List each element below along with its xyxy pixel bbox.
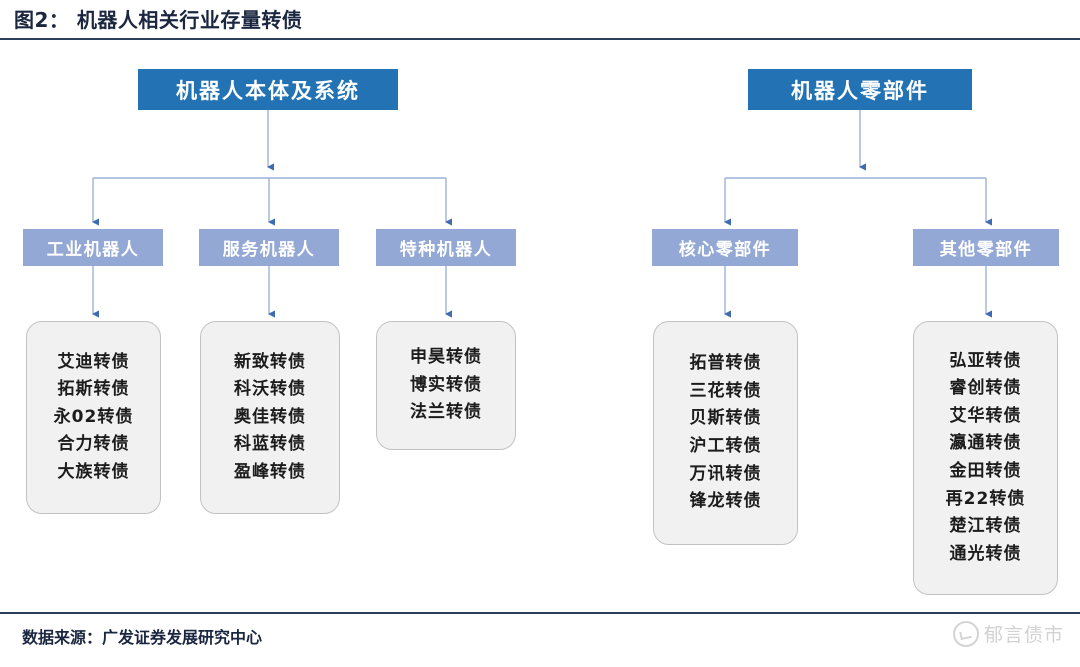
bond-item: 贝斯转债 xyxy=(689,408,762,429)
bond-item: 新致转债 xyxy=(234,351,306,372)
mid-box-service-robot[interactable]: 服务机器人 xyxy=(199,229,339,266)
circle-logo-icon xyxy=(952,620,979,647)
title-bar: 图2： 机器人相关行业存量转债 xyxy=(0,0,1080,40)
leaf-box-special-robot[interactable]: 申昊转债博实转债法兰转债 xyxy=(376,321,516,450)
bond-item: 万讯转债 xyxy=(689,463,762,484)
mid-box-industrial-robot[interactable]: 工业机器人 xyxy=(23,229,163,266)
bond-item: 通光转债 xyxy=(949,543,1022,564)
bond-item: 盈峰转债 xyxy=(234,461,306,482)
divider-top xyxy=(0,38,1080,40)
bond-item: 锋龙转债 xyxy=(689,491,762,512)
bond-item: 奥佳转债 xyxy=(234,406,306,427)
bond-item: 弘亚转债 xyxy=(949,350,1022,371)
mid-box-core-components[interactable]: 核心零部件 xyxy=(652,229,798,266)
watermark: 郁言债市 xyxy=(952,620,1064,647)
bond-item: 三花转债 xyxy=(689,380,762,401)
bond-item: 沪工转债 xyxy=(689,436,762,456)
bond-item: 瀛通转债 xyxy=(949,433,1022,454)
bond-item: 艾迪转债 xyxy=(57,351,130,372)
bond-item: 申昊转债 xyxy=(410,347,482,368)
root-box-main-body[interactable]: 机器人本体及系统 xyxy=(138,69,398,110)
mid-box-other-components[interactable]: 其他零部件 xyxy=(913,229,1059,266)
root-box-components[interactable]: 机器人零部件 xyxy=(748,69,972,110)
bond-item: 金田转债 xyxy=(949,461,1022,481)
bond-item: 拓普转债 xyxy=(689,353,762,374)
bond-item: 艾华转债 xyxy=(949,405,1022,426)
bond-item: 博实转债 xyxy=(410,374,482,395)
page-title: 图2： 机器人相关行业存量转债 xyxy=(14,8,303,32)
bond-item: 睿创转债 xyxy=(949,378,1022,399)
bond-item: 科沃转债 xyxy=(234,379,306,400)
bond-item: 大族转债 xyxy=(57,461,130,482)
bond-item: 法兰转债 xyxy=(410,402,482,423)
leaf-box-other-components[interactable]: 弘亚转债睿创转债艾华转债瀛通转债金田转债再22转债楚江转债通光转债 xyxy=(913,321,1058,595)
source-note: 数据来源：广发证券发展研究中心 xyxy=(22,628,263,647)
bond-item: 合力转债 xyxy=(57,434,130,455)
bond-item: 楚江转债 xyxy=(949,516,1022,537)
leaf-box-service-robot[interactable]: 新致转债科沃转债奥佳转债科蓝转债盈峰转债 xyxy=(200,321,340,514)
bond-item: 科蓝转债 xyxy=(234,434,306,455)
mid-box-special-robot[interactable]: 特种机器人 xyxy=(376,229,516,266)
divider-bottom xyxy=(0,612,1080,614)
bond-item: 再22转债 xyxy=(945,488,1026,509)
bond-item: 拓斯转债 xyxy=(57,379,130,400)
bond-item: 永02转债 xyxy=(53,406,134,427)
leaf-box-core-components[interactable]: 拓普转债三花转债贝斯转债沪工转债万讯转债锋龙转债 xyxy=(653,321,798,545)
leaf-box-industrial-robot[interactable]: 艾迪转债拓斯转债永02转债合力转债大族转债 xyxy=(26,321,161,514)
watermark-label: 郁言债市 xyxy=(983,624,1064,646)
